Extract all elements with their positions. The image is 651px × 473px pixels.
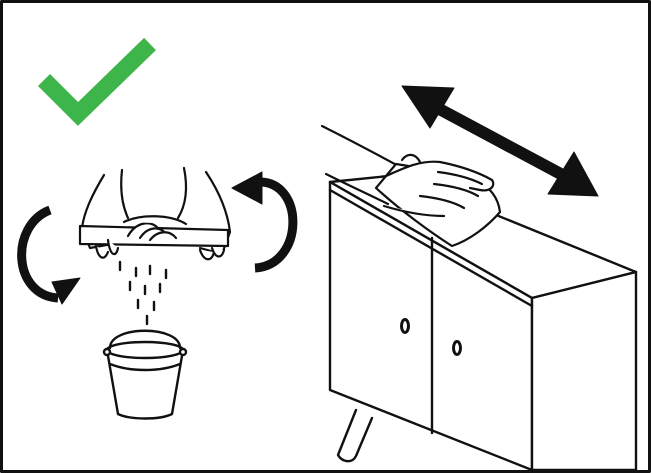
bucket-icon <box>104 331 186 419</box>
rotate-left-arrow-icon <box>22 210 80 304</box>
water-drops-icon <box>120 262 166 324</box>
rotate-right-arrow-icon <box>232 172 293 268</box>
check-mark-icon <box>44 44 150 114</box>
wringing-hands-icon <box>80 168 230 259</box>
